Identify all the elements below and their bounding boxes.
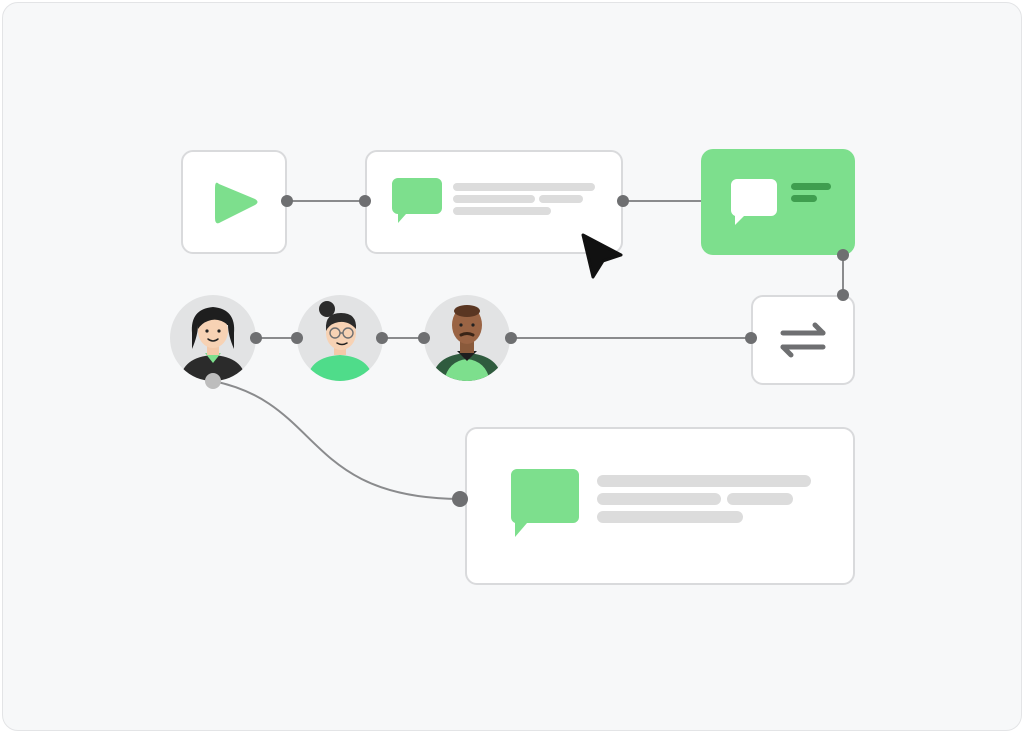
message-node-2-active[interactable] [701, 149, 855, 255]
skeleton-line-4 [453, 207, 551, 215]
person-icon [432, 305, 502, 381]
chat-bubble-icon [392, 178, 442, 223]
play-icon [215, 182, 258, 224]
message-node-1[interactable] [365, 150, 623, 254]
agent-avatar-1[interactable] [170, 295, 256, 381]
person-icon [180, 307, 246, 381]
message-node-3[interactable] [465, 427, 855, 585]
text-line-icon-1 [791, 183, 831, 190]
route-switch-node[interactable] [751, 295, 855, 385]
text-line-icon-2 [791, 195, 817, 202]
skeleton-line-4 [597, 511, 743, 523]
connectors-layer [212, 200, 844, 500]
edge-agent-1-message-3 [212, 380, 461, 500]
chat-bubble-icon [730, 179, 777, 225]
chat-bubble-icon [510, 469, 579, 537]
skeleton-line-3 [539, 195, 583, 203]
agent-avatar-2[interactable] [297, 295, 383, 381]
message-node-1-content [392, 178, 595, 223]
start-node[interactable] [181, 150, 287, 254]
skeleton-line-1 [597, 475, 811, 487]
message-node-2-content [730, 179, 831, 225]
agent-avatar-3[interactable] [424, 295, 510, 381]
message-node-3-content [510, 469, 811, 537]
skeleton-line-1 [453, 183, 595, 191]
skeleton-line-2 [597, 493, 721, 505]
skeleton-line-3 [727, 493, 793, 505]
person-icon [307, 301, 373, 381]
swap-arrows-icon [780, 322, 826, 358]
skeleton-line-2 [453, 195, 535, 203]
